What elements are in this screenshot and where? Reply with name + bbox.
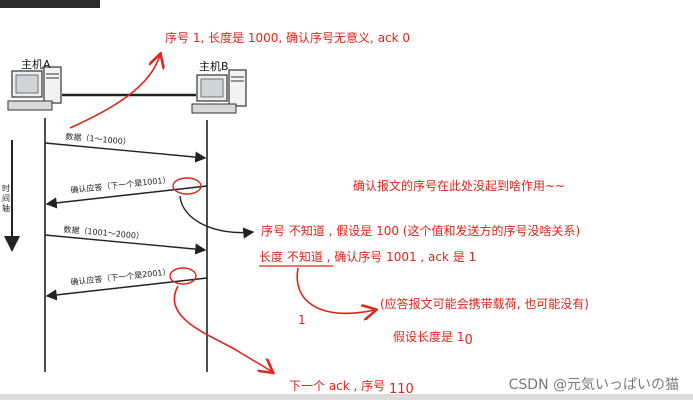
host-b-computer-icon [192, 70, 246, 113]
host-a-computer-icon [8, 67, 61, 110]
time-axis-label: 时间轴 [2, 184, 12, 214]
note-ack-seq-purpose: 确认报文的序号在此处没起到啥作用~~ [353, 177, 565, 194]
payload-note-arrow [297, 268, 375, 313]
ack-2001-pointer [174, 286, 272, 372]
csdn-watermark: CSDN @元気いっぱいの猫 [509, 374, 679, 394]
bottom-scrollbar[interactable] [0, 394, 693, 400]
note-length-unknown: 长度 不知道 , 确认序号 1001 , ack 是 1 [259, 248, 476, 265]
host-a-label: 主机A [21, 56, 51, 72]
note-number-one: 1 [298, 313, 306, 327]
ack-2001-circle [170, 268, 196, 284]
note-next-ack: 下一个 ack , 序号 110 [289, 377, 414, 394]
note-assume-length: 假设长度是 10 [393, 328, 473, 345]
note-seq-unknown: 序号 不知道 , 假设是 100 (这个值和发送方的序号没啥关系) [261, 222, 580, 239]
note-payload: (应答报文可能会携带载荷, 也可能没有) [380, 295, 589, 312]
ack-1001-pointer [180, 196, 253, 233]
host-b-label: 主机B [199, 58, 229, 74]
ack-1001-circle [173, 178, 201, 194]
annotation-arrow-top [70, 55, 160, 128]
note-first-segment: 序号 1, 长度是 1000, 确认序号无意义, ack 0 [165, 29, 410, 46]
